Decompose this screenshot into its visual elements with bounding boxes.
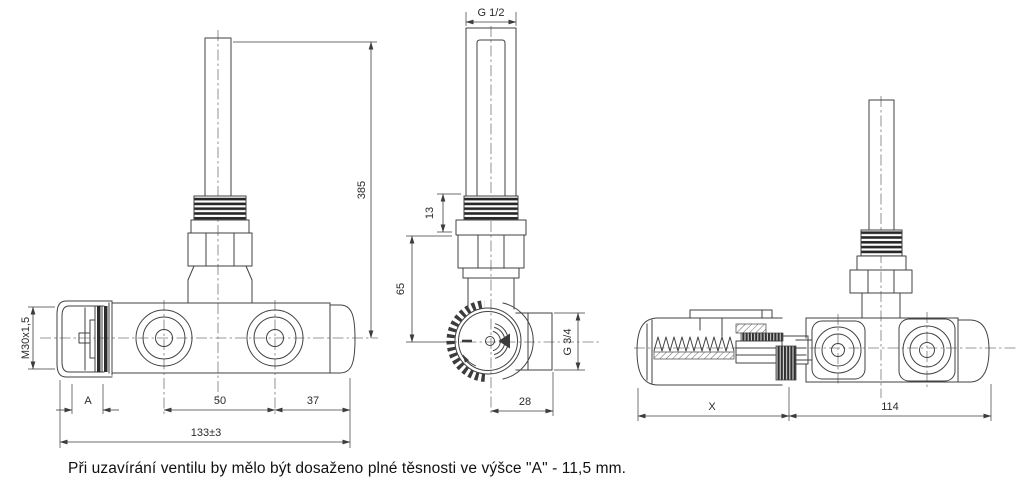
dim-label-port-spacing: 50 bbox=[214, 395, 226, 407]
dim-label-body-length: 114 bbox=[881, 401, 899, 413]
front-thermostatic-cap bbox=[56, 300, 113, 378]
dim-label-head-thread: M30x1,5 bbox=[20, 317, 32, 359]
dim-label-port-thread: G 3/4 bbox=[562, 329, 574, 356]
spring bbox=[653, 336, 735, 352]
seal-ring bbox=[97, 306, 101, 372]
seal-ring bbox=[104, 306, 108, 372]
side-port bbox=[515, 312, 553, 371]
drawing-caption: Při uzavírání ventilu by mělo být dosaže… bbox=[68, 460, 627, 477]
knurled-teeth bbox=[446, 300, 486, 382]
thread-section bbox=[463, 195, 519, 221]
thread-section bbox=[860, 229, 903, 257]
side-handwheel bbox=[446, 300, 534, 382]
knurled-adjuster-ring bbox=[775, 345, 797, 381]
dim-label-port-depth: 28 bbox=[519, 396, 531, 408]
dim-label-a: A bbox=[84, 395, 92, 407]
dim-label-overall-length: 133±3 bbox=[191, 427, 222, 439]
front-riser-tube bbox=[187, 37, 253, 304]
front-dimensions: M30x1,5 385 A 50 37 133±3 bbox=[20, 41, 377, 448]
side-riser-tube bbox=[455, 27, 527, 310]
hatched-section bbox=[735, 323, 767, 334]
front-view: M30x1,5 385 A 50 37 133±3 bbox=[20, 30, 378, 448]
section-valve-body bbox=[805, 317, 990, 383]
section-dimensions: X 114 bbox=[637, 384, 992, 421]
thread-section bbox=[193, 195, 247, 221]
dim-label-port-to-end: 37 bbox=[307, 395, 319, 407]
hatched-section bbox=[653, 351, 735, 360]
dim-label-thread-length: 13 bbox=[424, 207, 436, 219]
dim-label-x: X bbox=[708, 401, 716, 413]
dim-label-center-height: 65 bbox=[395, 283, 407, 295]
rotation-arrow-icon bbox=[498, 333, 510, 349]
front-valve-body bbox=[111, 302, 356, 374]
dim-label-top-thread: G 1/2 bbox=[478, 7, 505, 19]
dim-label-total-height: 385 bbox=[356, 181, 368, 199]
rotation-arrow-icon bbox=[462, 354, 477, 367]
front-centerlines bbox=[40, 30, 378, 414]
section-riser-tube bbox=[849, 99, 913, 319]
side-view: G 1/2 13 65 G 3/4 28 bbox=[395, 7, 600, 416]
section-view: X 114 bbox=[634, 96, 1018, 421]
section-thermostatic-head bbox=[636, 309, 813, 386]
side-dimensions: G 1/2 13 65 G 3/4 28 bbox=[395, 7, 585, 416]
knurled-band bbox=[740, 332, 784, 342]
